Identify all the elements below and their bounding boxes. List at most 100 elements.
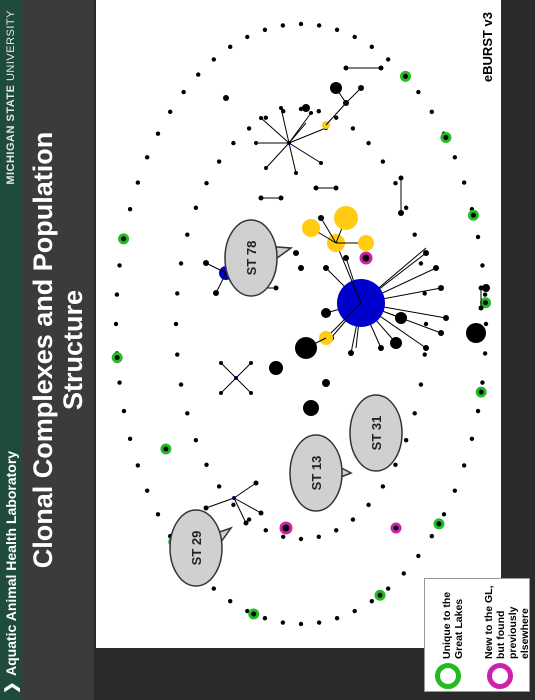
st-node (114, 292, 120, 297)
st-node (334, 206, 358, 230)
st-node (403, 205, 409, 210)
st-node (369, 44, 374, 50)
st-node (167, 109, 173, 115)
st-node (303, 400, 319, 416)
st-node (273, 285, 279, 291)
st-node (319, 161, 323, 165)
st-node (418, 382, 424, 387)
st-node (281, 534, 286, 540)
st-node (461, 463, 467, 468)
st-node (416, 553, 421, 559)
st-node (480, 263, 485, 268)
st-node (219, 391, 223, 395)
st-node (213, 290, 219, 296)
st-node (175, 291, 180, 296)
st-node (135, 180, 141, 185)
link-line (335, 242, 362, 304)
st-node (423, 321, 429, 327)
st-node (263, 528, 268, 533)
st-node (386, 586, 391, 591)
st-node (350, 517, 356, 522)
st-node (280, 620, 286, 625)
st-node (193, 438, 199, 443)
st-node (127, 436, 133, 442)
st-node (298, 621, 304, 627)
st-node-ringed (248, 608, 260, 620)
st-node (155, 131, 161, 136)
st-node (175, 352, 180, 357)
callout-bubble (224, 219, 278, 297)
st-node (204, 181, 209, 186)
st-node (263, 115, 268, 120)
st-node (398, 210, 404, 216)
st-node-ringed (475, 386, 487, 398)
st-node (155, 512, 161, 517)
st-node-ringed (440, 132, 452, 144)
st-node-ringed (480, 297, 492, 309)
st-node (245, 34, 250, 40)
st-node (144, 155, 150, 160)
st-node (185, 232, 190, 237)
slide-title: Clonal Complexes and Population Structur… (28, 0, 88, 700)
legend: Unique to the Great Lakes New to the GL,… (424, 578, 531, 692)
st-node (193, 205, 199, 210)
st-node (475, 408, 481, 414)
st-node (313, 185, 319, 191)
st-node (309, 111, 313, 115)
st-node (262, 27, 268, 32)
st-node (378, 345, 384, 351)
st-node (302, 104, 310, 112)
st-node-ringed (399, 70, 411, 82)
st-node (316, 23, 322, 28)
st-node (418, 261, 424, 266)
st-node (203, 505, 209, 511)
callout-bubble (169, 509, 223, 587)
st-node (262, 616, 268, 621)
st-node (482, 284, 490, 292)
st-node (280, 23, 286, 28)
st-node (395, 312, 407, 324)
st-node (216, 159, 222, 164)
link-line (233, 482, 257, 499)
legend-new-label: New to the GL, but found previously else… (483, 585, 531, 660)
link-line (235, 362, 252, 379)
st-node (135, 463, 141, 468)
st-node (438, 330, 444, 336)
st-node-ringed (359, 251, 373, 265)
st-node (482, 292, 488, 297)
link-line (288, 122, 307, 144)
st-node (258, 195, 264, 201)
st-node (253, 480, 259, 486)
st-node (219, 361, 223, 365)
st-node (412, 232, 417, 237)
st-node (203, 260, 209, 266)
st-node (334, 616, 340, 621)
st-node-ringed (374, 589, 386, 601)
callout-label: ST 31 (369, 416, 384, 451)
link-line (280, 107, 290, 144)
st-node (231, 140, 236, 146)
st-node (298, 536, 304, 542)
st-node (196, 72, 201, 77)
st-node (316, 108, 321, 114)
st-node-ringed (279, 521, 293, 535)
st-node-ringed (111, 352, 123, 364)
st-node (452, 155, 458, 160)
st-node (113, 321, 119, 327)
st-node (178, 261, 184, 266)
st-node (178, 382, 184, 387)
st-node (348, 350, 354, 356)
st-node (259, 116, 263, 120)
link-line (260, 117, 290, 144)
st-node (334, 27, 340, 32)
st-node (258, 510, 264, 516)
st-node (386, 57, 391, 62)
software-label: eBURST v3 (480, 12, 495, 83)
header-bar: ❯ Aquatic Animal Health Laboratory MICHI… (0, 0, 22, 700)
st-node (482, 351, 488, 356)
st-node (228, 44, 233, 50)
st-node (333, 185, 339, 191)
st-node-ringed (433, 518, 445, 530)
st-node (398, 175, 404, 181)
st-node (318, 215, 324, 221)
